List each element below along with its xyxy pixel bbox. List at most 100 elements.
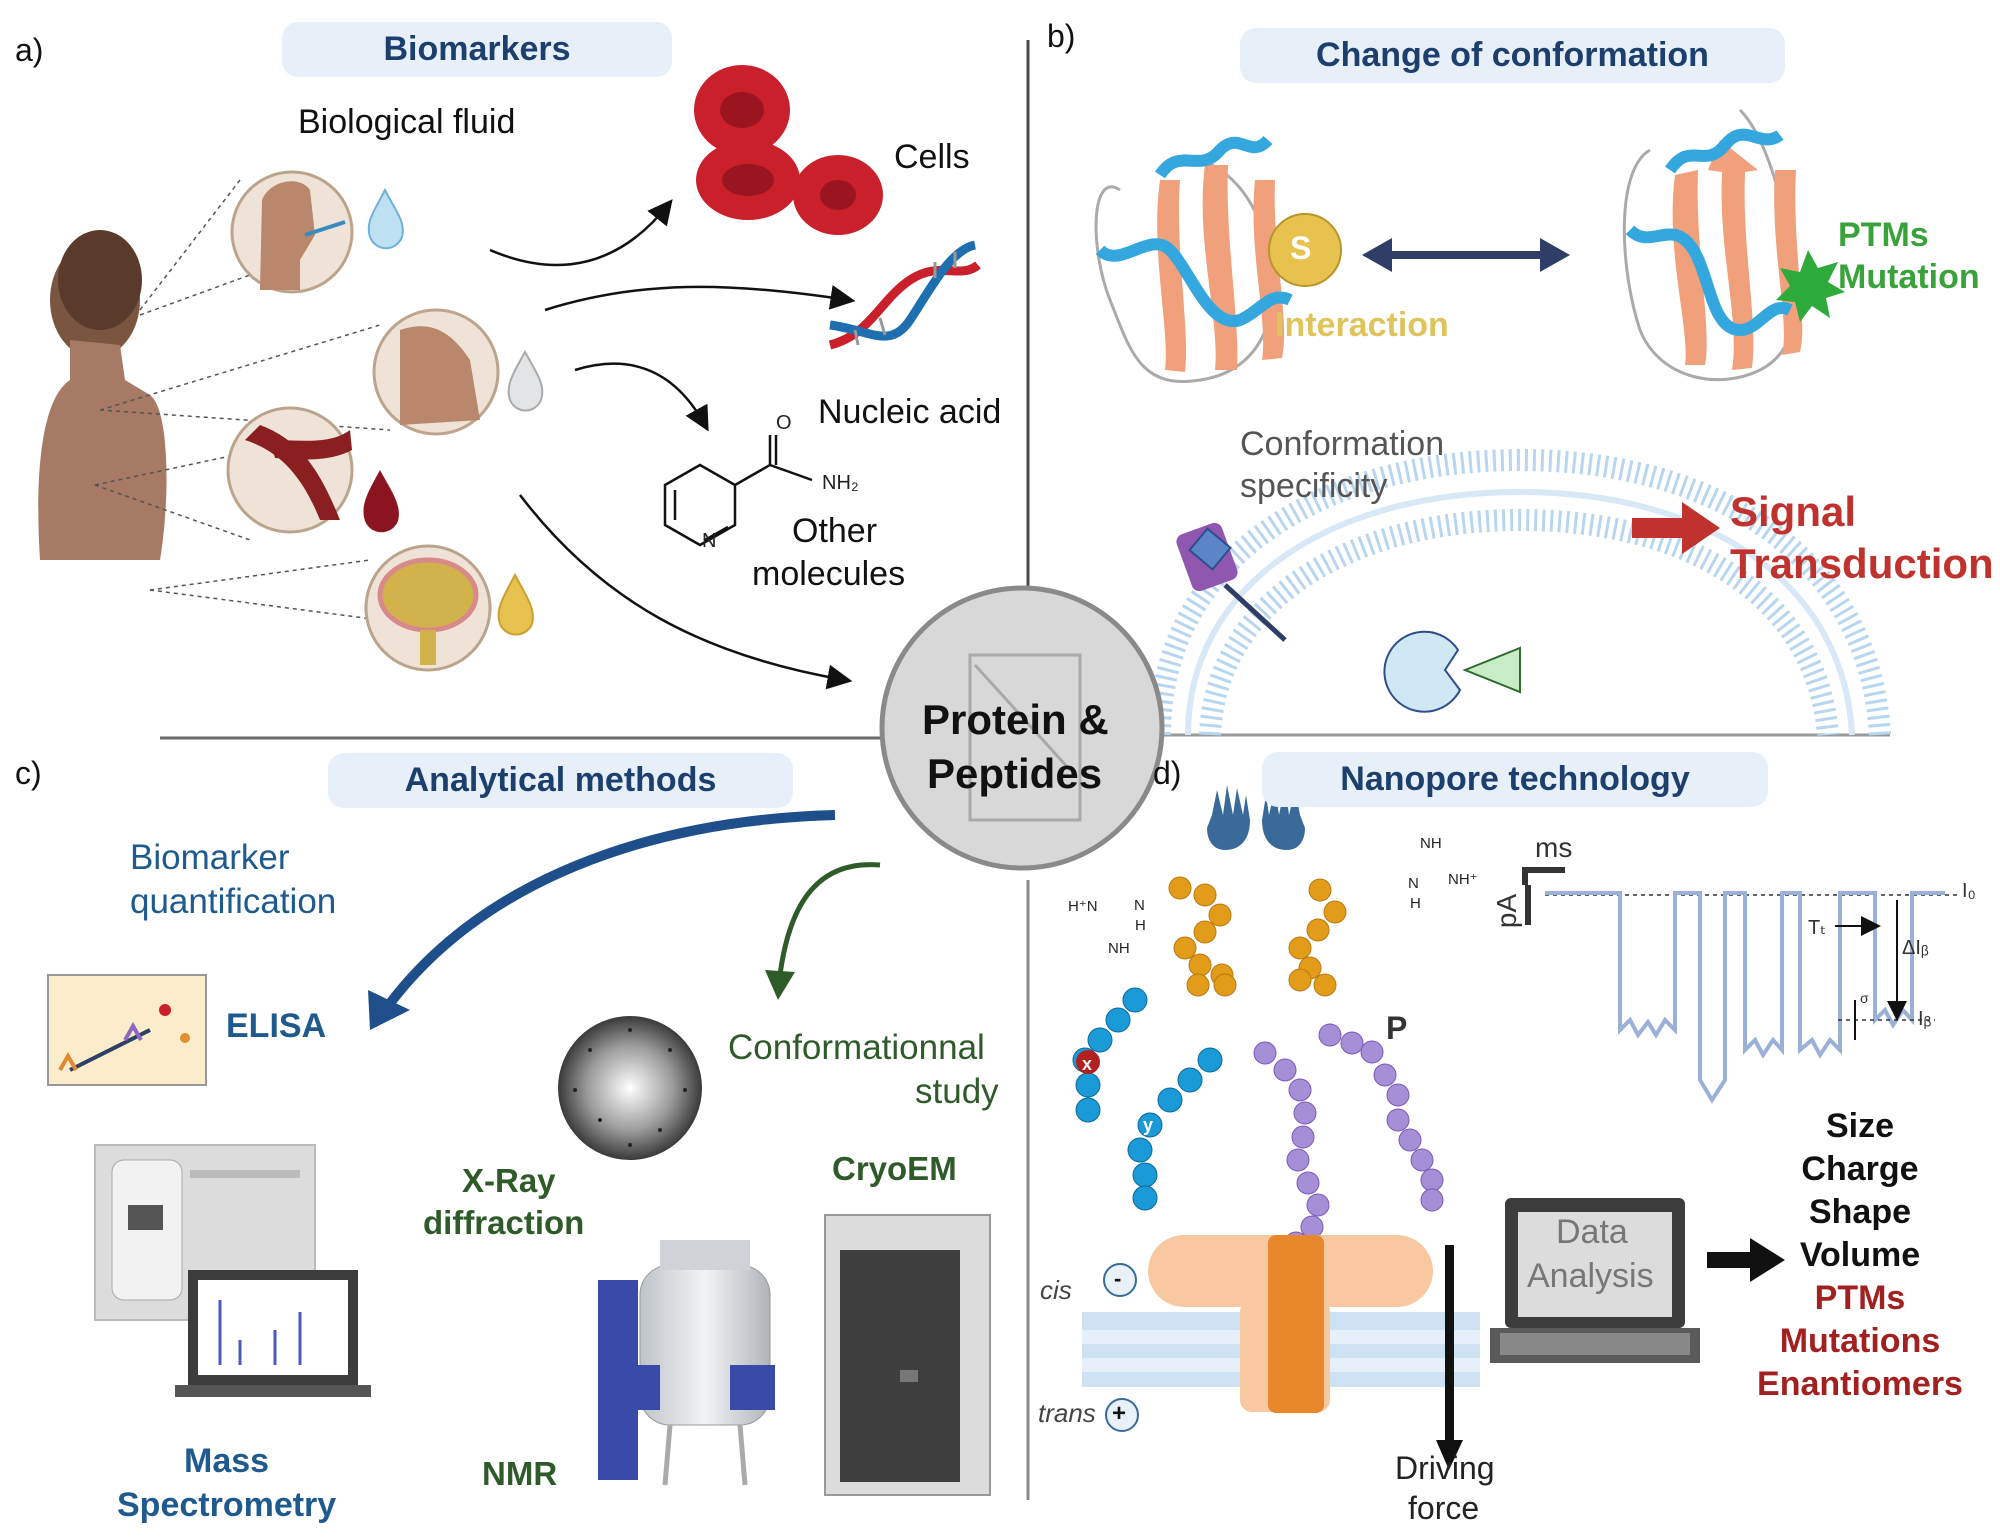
quadrant-dividers: [160, 40, 1890, 1500]
mass-label: Mass: [184, 1442, 270, 1480]
peptide-chains: [1072, 876, 1444, 1255]
panel-c-title: Analytical methods: [328, 753, 793, 808]
protein-structure-left: [1094, 135, 1293, 383]
plus-badge: [1105, 1398, 1139, 1432]
data-label: Data: [1556, 1213, 1628, 1251]
xray-label: X-Ray: [462, 1162, 556, 1199]
panel-d-letter: d): [1153, 755, 1182, 791]
cis-label: cis: [1040, 1275, 1072, 1305]
residue-y-label: y: [1143, 1115, 1154, 1135]
trace-sigma-label: σ: [1860, 990, 1869, 1006]
center-label-line-2: Peptides: [927, 750, 1103, 797]
chem-right-3: N: [1408, 875, 1419, 892]
conformational-label: Conformationnal: [728, 1028, 985, 1067]
minus-sign: -: [1114, 1266, 1122, 1291]
trace-i0-label: I₀: [1962, 880, 1976, 902]
phospho-label: P: [1386, 1010, 1408, 1046]
mol-oxygen: O: [776, 412, 792, 434]
trace-ms-label: ms: [1535, 832, 1573, 863]
conformation-label: Conformation: [1240, 425, 1445, 463]
urine-drop-icon: [497, 572, 534, 636]
result-volume: Volume: [1799, 1236, 1921, 1274]
ptm-star-icon: [1776, 250, 1845, 322]
dna-helix-icon: [828, 240, 981, 350]
panel-a-letter: a): [15, 32, 44, 68]
plus-sign: +: [1112, 1400, 1127, 1427]
minus-badge: [1103, 1263, 1137, 1297]
residue-x-label: x: [1082, 1054, 1093, 1074]
quantification-label: quantification: [130, 882, 337, 921]
center-hub: [879, 585, 1165, 871]
analysis-label: Analysis: [1527, 1257, 1654, 1295]
trace-tt-label: Tₜ: [1808, 917, 1827, 939]
curved-arrows-c: [368, 810, 881, 1030]
saliva-circle: [230, 170, 354, 294]
chem-left-1: H⁺N: [1068, 898, 1098, 915]
driving-force-arrow: [1436, 1245, 1463, 1470]
result-mutations: Mutations: [1779, 1322, 1941, 1360]
saliva-drop-icon: [367, 187, 404, 250]
other-label: Other: [792, 512, 878, 550]
trace-ib-label: Iᵦ: [1918, 1008, 1932, 1030]
blood-circle: [226, 406, 354, 534]
driving-label: Driving: [1395, 1450, 1495, 1486]
nmr-magnet-icon: [598, 1240, 775, 1486]
panel-b-letter: b): [1047, 18, 1076, 54]
human-body-illustration: [38, 230, 167, 560]
s-badge-label: S: [1290, 230, 1312, 266]
cells-label: Cells: [894, 138, 970, 176]
result-size: Size: [1825, 1107, 1895, 1145]
elisa-well-icon: [47, 974, 207, 1086]
result-shape: Shape: [1808, 1193, 1912, 1231]
chem-right-4: H: [1410, 895, 1421, 912]
current-trace-plot: [1522, 867, 1960, 1104]
chem-left-3: H: [1135, 917, 1146, 934]
force-label: force: [1408, 1490, 1480, 1526]
chem-right-2: NH⁺: [1448, 871, 1478, 888]
nanopore-protein: [1148, 1235, 1433, 1413]
diffraction-label: diffraction: [423, 1204, 585, 1241]
biomarker-label: Biomarker: [130, 838, 290, 877]
cryoem-label: CryoEM: [832, 1150, 957, 1187]
chem-left-4: NH: [1108, 940, 1130, 957]
mol-nitrogen: N: [702, 530, 717, 552]
panel-d-title: Nanopore technology: [1262, 752, 1768, 807]
results-list: Size Charge Shape Volume PTMs Mutations …: [1745, 1105, 1975, 1406]
molecules-label: molecules: [752, 555, 906, 593]
mutation-label: Mutation: [1838, 258, 1980, 296]
chem-right-1: NH: [1420, 835, 1442, 852]
specificity-label: specificity: [1240, 467, 1388, 505]
nicotinamide-structure: [663, 435, 813, 547]
panel-a-title: Biomarkers: [282, 22, 672, 77]
panel-c-letter: c): [15, 755, 42, 791]
sweat-drop-icon: [507, 349, 544, 412]
xray-pattern-icon: [558, 1016, 702, 1160]
trace-dib-label: ΔIᵦ: [1902, 937, 1929, 959]
result-charge: Charge: [1801, 1150, 1919, 1188]
center-label-line-1: Protein &: [922, 696, 1109, 743]
nmr-label: NMR: [482, 1455, 558, 1492]
protein-structure-right: [1622, 108, 1803, 382]
transduction-label: Transduction: [1730, 540, 1994, 587]
double-arrow: [1362, 238, 1570, 272]
callout-lines: [94, 179, 391, 621]
s-badge: [1268, 213, 1342, 287]
cryoem-instrument-icon: [824, 1214, 991, 1496]
chem-left-2: N: [1134, 897, 1145, 914]
g-protein-icon: [1383, 630, 1521, 713]
laptop-data-analysis-icon: [1490, 1198, 1700, 1363]
cell-membrane: [1149, 448, 1891, 736]
spectrometry-label: Spectrometry: [117, 1486, 337, 1524]
elisa-label: ELISA: [226, 1007, 327, 1045]
blood-drop-icon: [363, 470, 399, 533]
mutation-residue-x: [1076, 1050, 1100, 1074]
interaction-label: Interaction: [1275, 306, 1449, 344]
receptor-icon: [1176, 522, 1287, 642]
nucleic-acid-label: Nucleic acid: [818, 393, 1002, 431]
mol-nh2: NH₂: [822, 472, 859, 494]
ptms-label: PTMs: [1838, 216, 1929, 254]
urine-circle: [364, 544, 492, 672]
trans-label: trans: [1038, 1398, 1096, 1428]
